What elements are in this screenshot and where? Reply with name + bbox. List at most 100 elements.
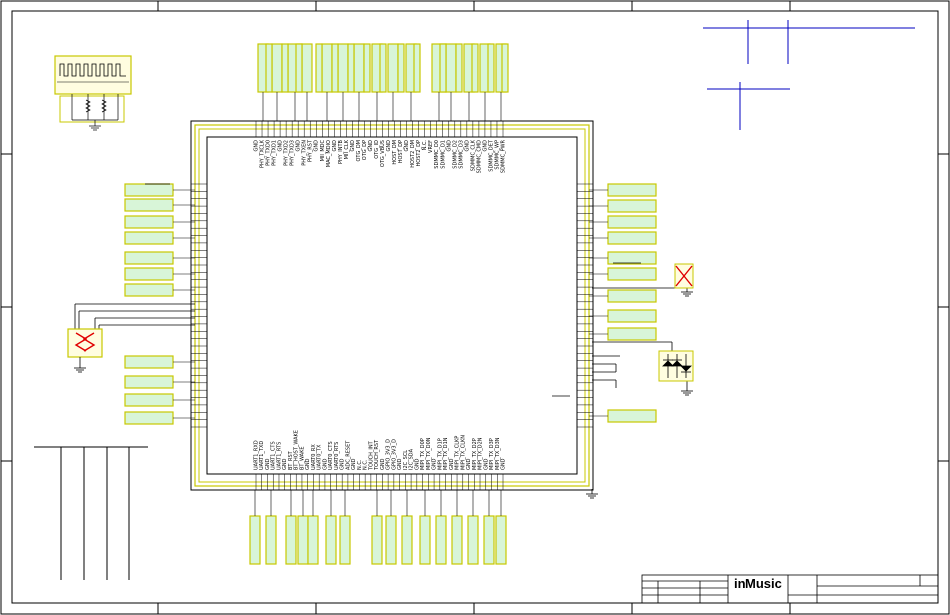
top-net-label [379, 43, 387, 93]
bottom-pin-label: BT_HOST_WAKE [294, 430, 300, 470]
diode-array [658, 350, 694, 382]
bottom-net-label [435, 515, 447, 565]
left-net-label [124, 393, 174, 407]
top-pin-label: SDMMC_PWR [501, 139, 507, 173]
bottom-pin-label: GND [322, 458, 328, 470]
right-net-label [607, 327, 657, 341]
bottom-pin-label: UART1_RTS [276, 442, 282, 470]
bottom-pin-label: UART0_RTS [334, 442, 340, 470]
dnp-component [674, 263, 694, 289]
net-labels-top [257, 43, 509, 121]
top-pin-label: GND [254, 140, 260, 152]
bottom-pin-label: GND [305, 458, 311, 470]
top-net-label [281, 43, 289, 93]
right-net-label [607, 267, 657, 281]
power-connector [54, 55, 132, 131]
bottom-pin-label: MIPI_TX_CLKP [455, 436, 461, 470]
top-pin-label: OTG_ID [374, 140, 380, 159]
bottom-pin-label: MIPI_TX_D3P [489, 438, 495, 470]
right-net-label [607, 183, 657, 197]
top-pin-label: HOST2_DM [410, 140, 416, 168]
bottom-net-label [495, 515, 507, 565]
top-pin-label: SDMMC_D1 [440, 140, 446, 169]
bottom-pin-label: MIPI_TX_D3N [495, 437, 501, 470]
top-net-label [337, 43, 349, 93]
top-pin-label: VREF [428, 140, 434, 153]
top-pin-label: SDMMC_DET [488, 139, 494, 172]
bottom-pin-label: GND [483, 458, 489, 470]
bottom-pin-label: GND [449, 458, 455, 470]
top-net-label [315, 43, 323, 93]
top-net-label [439, 43, 447, 93]
bottom-net-label [467, 515, 479, 565]
bottom-pin-label: TOUCH_RST [374, 439, 380, 471]
top-pin-label: PHY_TXD3 [290, 140, 296, 166]
title-block: in Music [641, 574, 939, 604]
brand-logo-prefix: in [734, 576, 746, 591]
left-bus-wiring [74, 183, 195, 345]
top-pin-label: GND [368, 140, 374, 152]
bottom-pin-label: GND [380, 458, 386, 470]
bottom-pin-label: TOUCH_INT [368, 440, 374, 471]
bottom-net-label [265, 515, 277, 565]
top-pin-label: PHY_TXEN [302, 140, 308, 166]
top-net-label [331, 43, 339, 93]
bottom-pin-label: GND [340, 458, 346, 470]
bottom-pin-label: GPIO_3V3_D [386, 439, 392, 470]
bottom-pin-label: UART1_TXD [259, 441, 265, 470]
top-net-label [347, 43, 355, 93]
bottom-pin-label: I2C_SCL [403, 450, 409, 470]
pin-stubs [191, 121, 593, 490]
bottom-pin-label: I2C_SDA [409, 448, 415, 470]
top-pin-label: GND [386, 140, 392, 152]
bottom-net-label [297, 515, 309, 565]
bottom-pin-label: MIPI_TX_D2N [478, 437, 484, 470]
bottom-pin-label: MIPI_TX_D0P [420, 438, 426, 470]
top-net-label [501, 43, 509, 93]
bottom-pin-label: GND [432, 458, 438, 470]
right-net-label [607, 215, 657, 229]
brand-logo-name: Music [745, 576, 782, 591]
bottom-pin-label: GND [414, 458, 420, 470]
bottom-net-label [419, 515, 431, 565]
top-net-label [265, 43, 273, 93]
top-pin-label: GND [404, 140, 410, 152]
notes-table [34, 446, 148, 580]
right-net-label [607, 231, 657, 245]
top-pin-label: MII_CLK [344, 139, 350, 159]
left-net-label [124, 411, 174, 425]
top-net-label [413, 43, 421, 93]
bottom-net-label [483, 515, 495, 565]
left-net-label [124, 215, 174, 229]
top-pin-label: PHY_TXCLK [260, 139, 266, 168]
bottom-pin-label: MIPI_TX_CLKN [460, 435, 466, 470]
bottom-pin-label: GND [501, 458, 507, 470]
top-pin-label: PHY_TXD0 [266, 140, 272, 166]
bottom-pin-label: GND [466, 458, 472, 470]
top-pin-label: SDMMC_CLK [470, 139, 476, 171]
top-pin-label: N.C. [422, 140, 428, 151]
bottom-net-label [371, 515, 383, 565]
bottom-pin-label: GND [351, 458, 357, 470]
crystal-component [67, 328, 103, 373]
top-pin-label: OTG_VBUS [380, 140, 386, 167]
bottom-pin-label: GND [397, 458, 403, 470]
bottom-pin-label: UART0_CTS [328, 441, 334, 470]
top-net-label [455, 43, 463, 93]
top-pin-label: GND [350, 140, 356, 152]
bottom-pin-label: N.C. [363, 459, 369, 470]
top-pin-label: SDMMC_D3 [458, 140, 464, 169]
bottom-pin-label: UART0_RX [311, 444, 317, 470]
revision-table [703, 20, 915, 130]
bottom-net-label [339, 515, 351, 565]
top-net-label [487, 43, 495, 93]
top-pin-label: GND [278, 140, 284, 152]
top-net-label [397, 43, 405, 93]
bottom-pin-label: MIPI_TX_D2P [472, 438, 478, 470]
top-pin-label: GND [464, 140, 470, 152]
